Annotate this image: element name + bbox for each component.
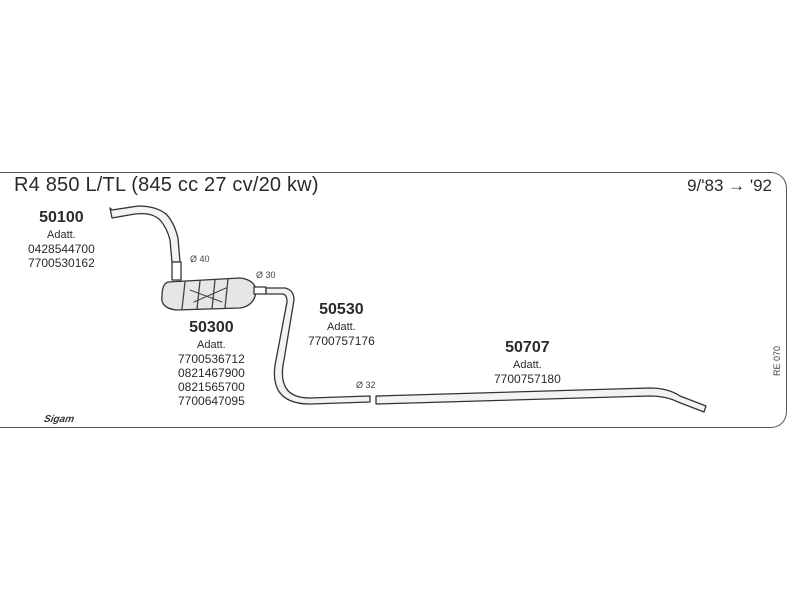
part-code: 0821467900: [178, 366, 245, 380]
part-label-50100: 50100 Adatt. 0428544700 7700530162: [28, 208, 95, 270]
diagram-frame: [0, 172, 787, 428]
part-code: 7700536712: [178, 352, 245, 366]
part-code: 0821565700: [178, 380, 245, 394]
intermediate-pipe-50530: [265, 287, 371, 405]
brand-logo: Sigam: [42, 414, 76, 425]
part-code: 7700757180: [494, 372, 561, 386]
part-adatt: Adatt.: [327, 321, 356, 333]
part-adatt: Adatt.: [513, 359, 542, 371]
year-range: 9/'83 → '92: [687, 176, 772, 195]
part-label-50530: 50530 Adatt. 7700757176: [308, 300, 375, 348]
tail-pipe-50707: [375, 387, 707, 413]
diameter-label: Ø 32: [356, 380, 376, 390]
part-number: 50530: [319, 301, 364, 318]
part-code: 7700530162: [28, 256, 95, 270]
part-number: 50707: [505, 339, 550, 356]
part-adatt: Adatt.: [197, 339, 226, 351]
muffler-outlet: [253, 286, 267, 295]
diameter-label: Ø 40: [190, 254, 210, 264]
muffler-50300: [161, 277, 257, 311]
diagram-title: R4 850 L/TL (845 cc 27 cv/20 kw): [14, 174, 319, 196]
pipe-connector: [171, 261, 182, 281]
part-label-50300: 50300 Adatt. 7700536712 0821467900 08215…: [178, 318, 245, 408]
reference-code: RE 070: [772, 345, 782, 376]
part-code: 7700757176: [308, 334, 375, 348]
part-number: 50300: [189, 319, 234, 336]
front-pipe-50100: [109, 205, 181, 263]
part-code: 0428544700: [28, 242, 95, 256]
diameter-label: Ø 30: [256, 270, 276, 280]
part-adatt: Adatt.: [47, 229, 76, 241]
part-label-50707: 50707 Adatt. 7700757180: [494, 338, 561, 386]
part-code: 7700647095: [178, 394, 245, 408]
part-number: 50100: [39, 209, 84, 226]
